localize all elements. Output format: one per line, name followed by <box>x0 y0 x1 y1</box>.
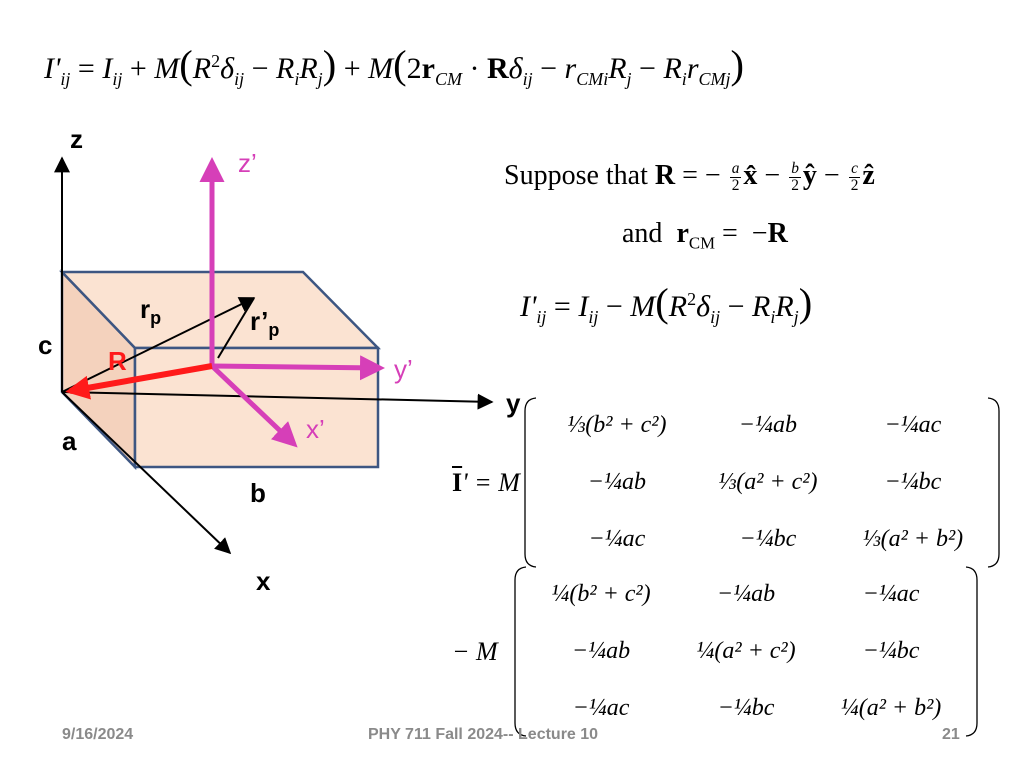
matrix-cell: −¼ac <box>862 581 920 607</box>
matrix-cell: −¼bc <box>884 469 942 495</box>
left-bracket <box>514 566 527 737</box>
left-bracket <box>524 397 536 568</box>
matrix-cell: −¼ab <box>716 581 776 607</box>
footer-page-number: 21 <box>942 726 960 743</box>
matrix-cell: ⅓(a² + c²) <box>718 469 818 495</box>
matrix2-prefix: − M <box>452 636 498 666</box>
zp-label: z’ <box>238 148 257 178</box>
b-label: b <box>250 478 266 508</box>
matrix-cell: −¼ac <box>884 412 942 438</box>
rp-vector <box>61 297 256 393</box>
x-axis <box>61 391 232 555</box>
R-vector <box>65 363 213 400</box>
matrix1-prefix: I' = M <box>452 467 520 497</box>
matrix-cell: −¼ab <box>571 638 631 664</box>
y-label: y <box>506 388 521 418</box>
yp-axis <box>211 355 385 381</box>
matrix1-body: ⅓(b² + c²) −¼ab −¼ac −¼ab ⅓(a² + c²) −¼b… <box>524 397 1000 568</box>
R-label: R <box>108 346 127 376</box>
and-equation: and rCM = −R <box>622 218 788 253</box>
top-equation: I'ij = Iij + M(R2δij − RiRj) + M(2rCM · … <box>44 42 745 89</box>
z-label: z <box>70 124 83 154</box>
matrix-cell: −¼bc <box>739 526 797 552</box>
matrix-cell: −¼ac <box>588 526 646 552</box>
matrix-cell: ¼(a² + c²) <box>696 638 796 664</box>
yp-label: y’ <box>394 354 413 384</box>
correction-matrix: − M ¼(b² + c²) −¼ab −¼ac −¼ab ¼(a² + c²)… <box>452 566 978 737</box>
matrix-cell: −¼ac <box>572 695 630 721</box>
matrix-cell: ⅓(b² + c²) <box>567 412 667 438</box>
matrix-cell: −¼bc <box>862 638 920 664</box>
inertia-matrix-primed: I' = M ⅓(b² + c²) −¼ab −¼ac −¼ab ⅓(a² + … <box>452 397 1000 568</box>
xp-axis <box>210 364 298 448</box>
rp-label: rp <box>140 294 162 329</box>
a-label: a <box>62 426 77 456</box>
matrix2-body: ¼(b² + c²) −¼ab −¼ac −¼ab ¼(a² + c²) −¼b… <box>514 566 978 737</box>
matrix-cell: ¼(b² + c²) <box>551 581 651 607</box>
matrix-cell: −¼ab <box>738 412 797 438</box>
matrix-cell: ¼(a² + b²) <box>840 695 942 721</box>
rpp-label: r’p <box>250 306 280 341</box>
x-label: x <box>256 566 271 596</box>
matrix-cell: ⅓(a² + b²) <box>862 526 964 552</box>
matrix-cell: −¼bc <box>717 695 775 721</box>
footer-date: 9/16/2024 <box>62 726 134 743</box>
c-label: c <box>38 330 53 360</box>
right-bracket <box>965 566 978 737</box>
xp-label: x’ <box>306 414 325 444</box>
rpp-vector <box>217 297 255 359</box>
footer-course: PHY 711 Fall 2024-- Lecture 10 <box>368 726 599 743</box>
right-bracket <box>987 397 1000 568</box>
y-axis <box>61 391 494 410</box>
matrix-cell: −¼ab <box>587 469 646 495</box>
mid-equation: I'ij = Iij − M(R2δij − RiRj) <box>520 280 813 327</box>
